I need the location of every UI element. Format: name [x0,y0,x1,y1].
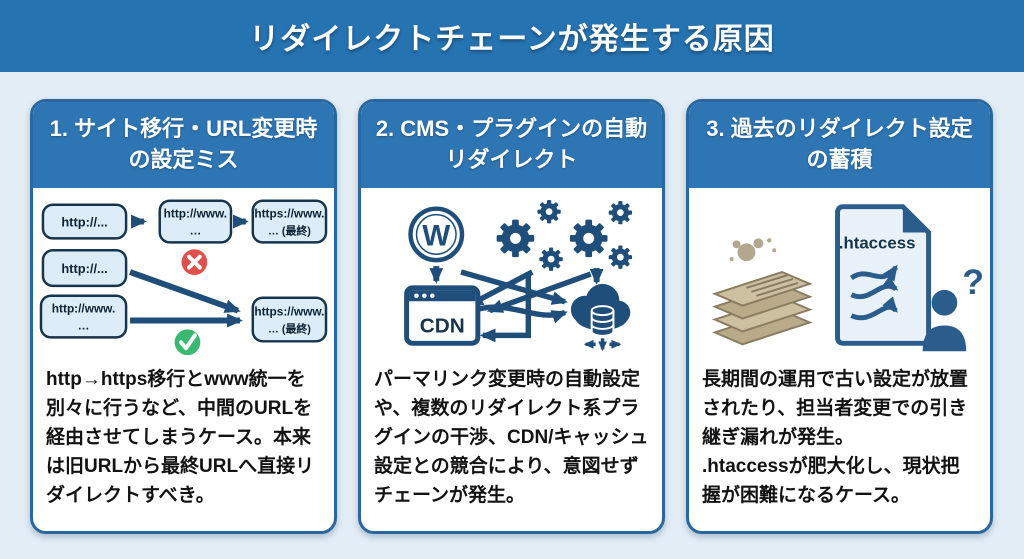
arrow [479,272,532,343]
svg-text:…: … [78,318,90,332]
card-3-description: 長期間の運用で古い設定が放置されたり、担当者変更での引き継ぎ漏れが発生。 .ht… [702,369,969,506]
cdn-icon: CDN [404,285,481,346]
wordpress-icon: W [408,206,465,263]
svg-text:https://www.: https://www. [254,207,324,221]
arrow [129,269,241,314]
arrow [464,304,568,324]
card-3-figure: .htaccess ? [689,188,990,360]
cms-plugin-diagram: W [404,199,633,352]
htaccess-diagram: .htaccess ? [711,204,984,352]
url-box: https://www. … (最終) [251,296,328,343]
cloud-database-icon [570,283,631,352]
error-x-icon [181,249,208,275]
card-migration-misconfig: 1. サイト移行・URL変更時の設定ミス http://... http://w… [30,99,337,534]
page-title: リダイレクトチェーンが発生する原因 [249,23,775,56]
card-1-title: 1. サイト移行・URL変更時の設定ミス [33,102,334,188]
svg-text:… (最終): … (最終) [268,223,311,237]
card-legacy-redirect-accumulation: 3. 過去のリダイレクト設定の蓄積 [686,99,993,534]
card-2-title: 2. CMS・プラグインの自動リダイレクト [361,102,662,188]
card-1-figure: http://... http://www. … https://www. … … [33,188,334,360]
card-3-title: 3. 過去のリダイレクト設定の蓄積 [689,102,990,188]
svg-text:…: … [189,223,201,237]
arrow [486,271,592,314]
arrow [467,269,534,308]
card-cms-plugin-redirect: 2. CMS・プラグインの自動リダイレクト [358,99,665,534]
htaccess-file-icon: .htaccess [835,204,932,346]
question-mark: ? [962,262,984,302]
gears-icon [496,199,563,271]
redirect-chain-diagram: http://... http://www. … https://www. … … [39,199,328,356]
svg-text:… (最終): … (最終) [268,321,311,335]
card-2-description: パーマリンク変更時の自動設定や、複数のリダイレクト系プラグインの干渉、CDN/キ… [374,369,649,506]
cards-container: 1. サイト移行・URL変更時の設定ミス http://... http://w… [30,99,994,534]
gears-icon [569,200,633,269]
card-2-figure: W [361,188,662,360]
svg-text:http://www.: http://www. [164,207,227,221]
header-bar: リダイレクトチェーンが発生する原因 [0,0,1024,72]
svg-text:http://...: http://... [61,215,107,230]
svg-text:.htaccess: .htaccess [839,233,916,252]
person-icon [922,289,967,352]
url-box: https://www. … (最終) [251,199,328,244]
url-box: http://... [41,203,128,240]
svg-text:https://www.: https://www. [254,305,324,319]
url-box: http://www. … [39,294,128,339]
success-check-icon [174,329,201,356]
url-box: http://www. … [158,199,233,244]
svg-text:CDN: CDN [420,314,465,337]
svg-text:http://...: http://... [61,261,107,276]
svg-text:http://www.: http://www. [52,302,115,316]
paper-stack-icon [711,270,813,346]
url-box: http://... [41,249,128,288]
svg-text:W: W [422,219,450,252]
card-1-description: http→https移行とwww統一を別々に行うなど、中間のURLを経由させてし… [46,369,315,506]
arrow [460,269,568,305]
dust-puff-icon [729,238,777,262]
